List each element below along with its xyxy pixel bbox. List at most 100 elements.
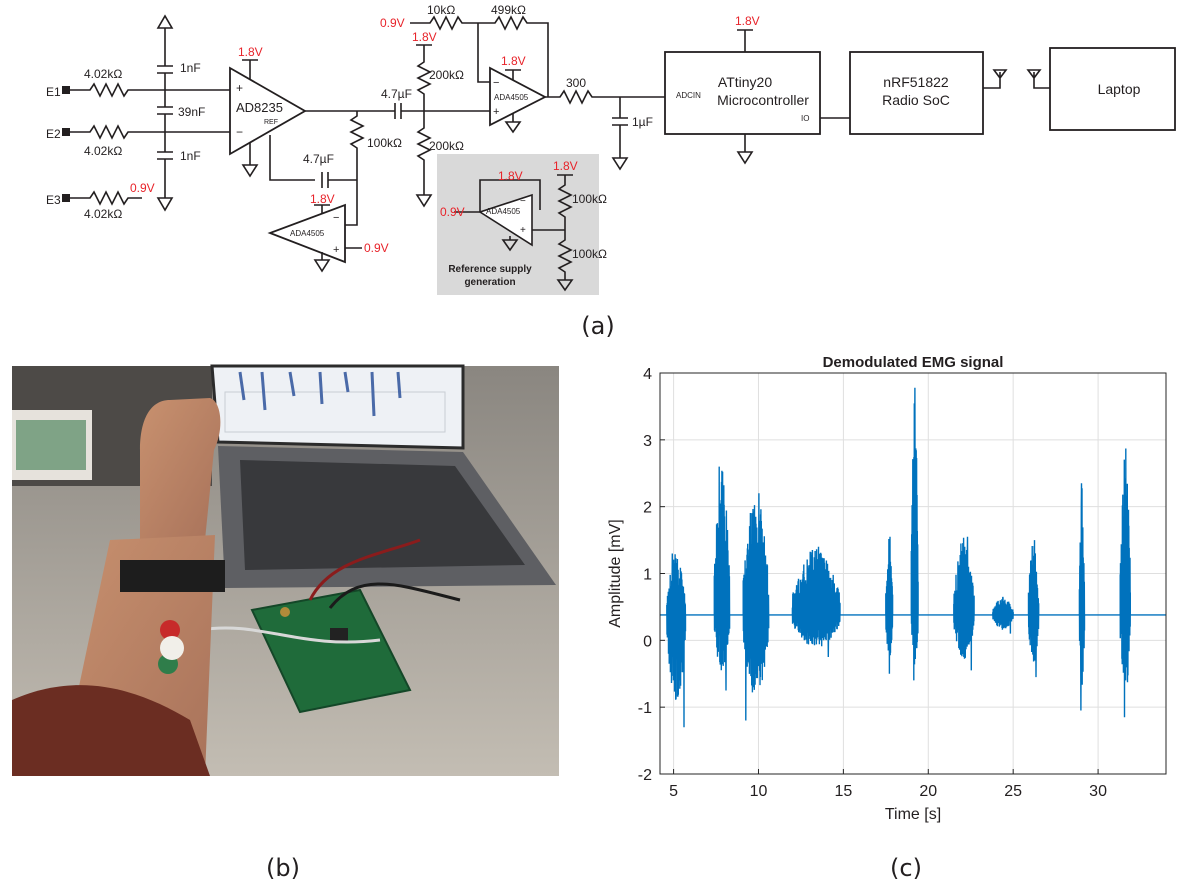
reference-opamp-minus: −	[520, 196, 526, 207]
mcu-adcin-pin: ADCIN	[676, 91, 701, 100]
cap-c2-value: 39nF	[178, 105, 205, 119]
mcu-rails	[737, 29, 753, 152]
electrode-e2-terminal	[62, 128, 70, 136]
mcu-io-pin: IO	[801, 114, 809, 123]
photo-electrode-red	[160, 620, 180, 640]
radio-description: Radio SoC	[882, 92, 950, 108]
resistor-100k-value: 100kΩ	[367, 136, 402, 150]
inamp-name: AD8235	[236, 100, 283, 115]
inamp-supply: 1.8V	[238, 45, 263, 59]
electrode-e1-terminal	[62, 86, 70, 94]
ground-arrow-mcu	[736, 151, 754, 165]
radio-antenna-icon	[983, 69, 1008, 89]
reference-box-subtitle: generation	[464, 277, 515, 288]
electrode-e1-label: E1	[46, 85, 61, 99]
opamp-integrator-supply: 1.8V	[310, 192, 335, 206]
x-tick-label: 25	[1004, 783, 1022, 800]
x-tick-label: 20	[919, 783, 937, 800]
panel-b-caption: (b)	[266, 854, 300, 882]
ground-arrow-divider	[415, 194, 433, 208]
reference-box-title: Reference supply	[448, 264, 532, 275]
feedback-resistor-499k-value: 499kΩ	[491, 3, 526, 17]
input-resistor-2	[70, 124, 230, 140]
opamp-amplifier-supply: 1.8V	[501, 54, 526, 68]
input-cap-top	[157, 28, 173, 90]
photo-laptop-screen	[210, 364, 465, 450]
feedback-resistor-10k-value: 10kΩ	[427, 3, 455, 17]
input-resistor-2-value: 4.02kΩ	[84, 144, 122, 158]
y-tick-label: 3	[643, 433, 652, 450]
emg-signal-line	[660, 387, 1166, 728]
opamp-integrator-name: ADA4505	[290, 229, 325, 238]
panel-c-caption: (c)	[890, 854, 922, 882]
ground-arrow-output	[611, 157, 629, 171]
reference-divider-supply: 1.8V	[553, 159, 578, 173]
opamp-integrator-ref-voltage: 0.9V	[364, 241, 389, 255]
divider-supply: 1.8V	[412, 30, 437, 44]
circuit-schematic: E1 E2 E3 4.02kΩ 4.02kΩ 4.02kΩ 0.9V 1nF 3…	[46, 3, 1176, 295]
microcontroller-block	[664, 51, 821, 135]
photo-green-board-left	[16, 420, 86, 470]
y-tick-label: 4	[643, 366, 652, 383]
coupling-cap	[394, 103, 490, 119]
integrator-feedback	[269, 111, 365, 226]
reference-opamp-plus: +	[520, 225, 526, 236]
chart-y-label: Amplitude [mV]	[607, 519, 624, 627]
photo-electrode-leads	[199, 626, 381, 644]
cap-c3-value: 1nF	[180, 149, 201, 163]
feedback-resistor-10k	[410, 15, 478, 31]
cap-fb-value: 4.7µF	[303, 152, 334, 166]
y-tick-label: 2	[643, 500, 652, 517]
inamp-ref-pin: REF	[264, 119, 278, 126]
photo-laptop-signal-traces	[238, 371, 402, 417]
input-resistor-1	[70, 82, 230, 98]
reference-opamp-name: ADA4505	[486, 207, 521, 216]
output-resistor	[545, 89, 665, 105]
ground-arrow-reference-divider	[556, 279, 574, 292]
panel-a-caption: (a)	[581, 312, 614, 340]
ground-arrow-inputs	[156, 197, 174, 212]
photo-pcb-chip	[330, 628, 348, 642]
ground-arrow-integrator	[313, 259, 331, 273]
photo-sleeve	[12, 685, 210, 776]
laptop-label: Laptop	[1098, 81, 1141, 97]
y-tick-label: -1	[638, 700, 652, 717]
radio-name: nRF51822	[883, 74, 949, 90]
divider-bottom-value: 200kΩ	[429, 139, 464, 153]
opamp-integrator	[267, 203, 346, 264]
x-tick-label: 15	[834, 783, 852, 800]
inamp-supply-wire	[242, 59, 258, 79]
opamp-amplifier-rails	[505, 69, 521, 122]
inamp-plus: +	[236, 81, 243, 95]
reference-divider-top-value: 100kΩ	[572, 192, 607, 206]
feedback-ref-voltage: 0.9V	[380, 16, 405, 30]
feedback-resistor-499k	[478, 15, 549, 97]
coupling-cap-value: 4.7µF	[381, 87, 412, 101]
x-tick-label: 5	[669, 783, 678, 800]
x-axis-ticks: 5 10 15 20 25 30	[669, 769, 1107, 800]
input-cap-bottom	[157, 132, 173, 198]
mcu-description: Microcontroller	[717, 92, 809, 108]
divider-top-value: 200kΩ	[429, 68, 464, 82]
opamp-integrator-supply-wire	[314, 204, 330, 214]
electrode-e3-terminal	[62, 194, 70, 202]
photo-watch-band	[120, 560, 225, 592]
x-tick-label: 30	[1089, 783, 1107, 800]
photo-red-wire	[308, 538, 421, 601]
chart-title: Demodulated EMG signal	[823, 354, 1004, 371]
y-tick-label: 0	[643, 633, 652, 650]
supply-arrow-top	[156, 14, 174, 29]
experiment-photo	[12, 364, 559, 776]
laptop-block	[1049, 47, 1176, 131]
ground-arrow-reference-opamp	[501, 239, 519, 252]
photo-fist	[140, 398, 221, 540]
x-tick-label: 10	[750, 783, 768, 800]
mcu-name: ATtiny20	[718, 74, 772, 90]
photo-electrode-white	[160, 636, 184, 660]
opamp-amplifier-minus: −	[493, 77, 499, 89]
chart-x-label: Time [s]	[885, 806, 941, 823]
laptop-antenna-icon	[1026, 69, 1050, 89]
